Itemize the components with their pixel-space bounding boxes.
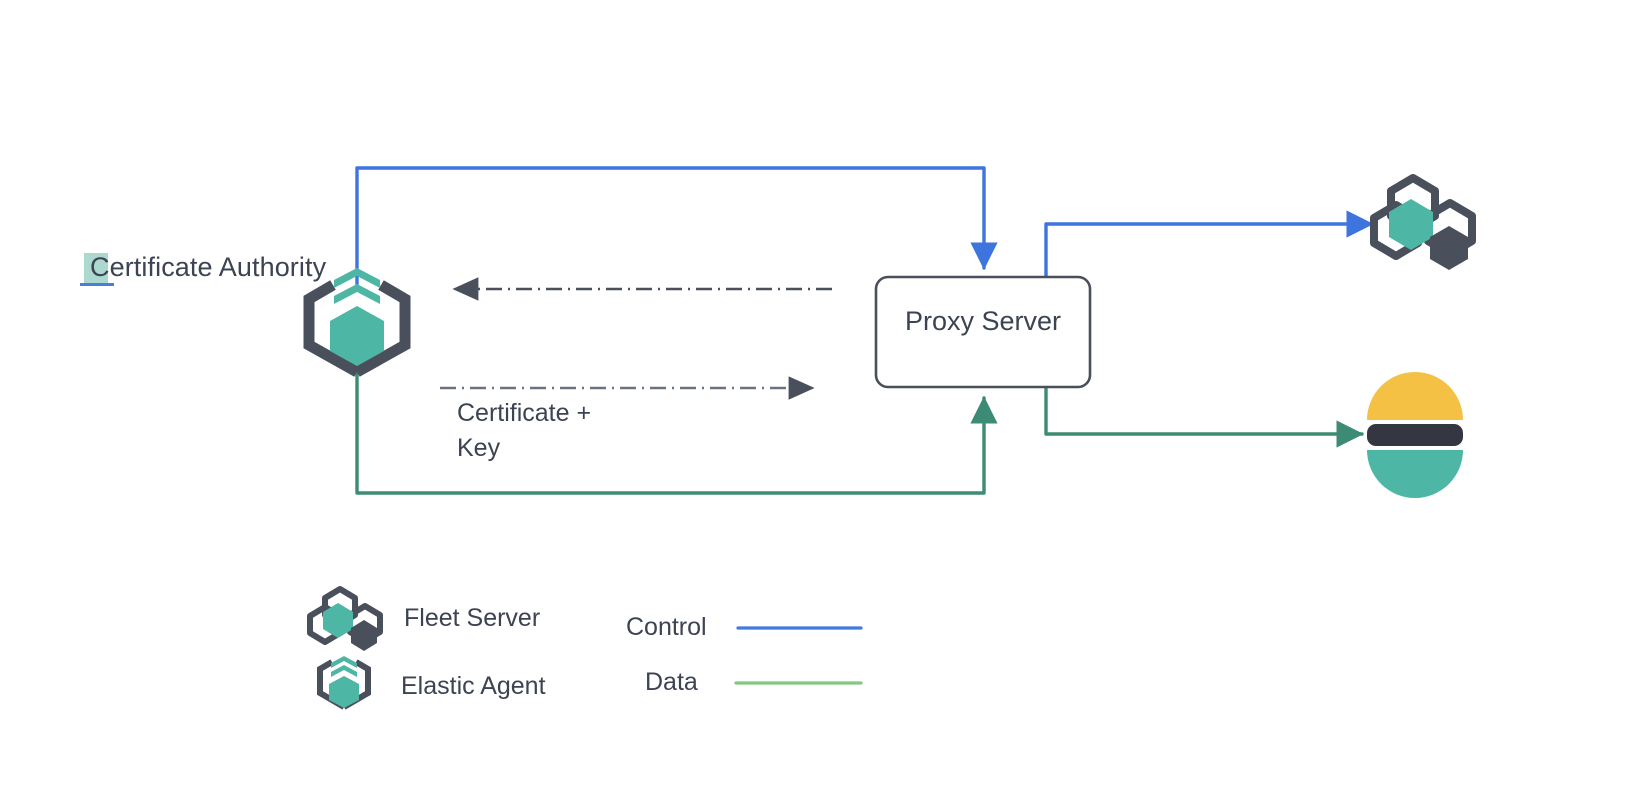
data-path-agent-to-proxy bbox=[355, 370, 998, 495]
control-path-agent-to-proxy bbox=[355, 166, 998, 292]
elastic-agent-icon bbox=[303, 268, 411, 377]
proxy-server-label: Proxy Server bbox=[904, 306, 1062, 336]
certificate-key-edge-label: Certificate + Key bbox=[457, 399, 592, 462]
legend-item-control-label: Control bbox=[626, 613, 707, 641]
legend-elastic-agent-icon bbox=[317, 656, 371, 710]
certificate-authority-underline bbox=[80, 283, 114, 286]
fleet-server-icon bbox=[1370, 174, 1476, 270]
control-path-proxy-to-fleet bbox=[1044, 210, 1374, 280]
certificate-authority-highlight bbox=[84, 253, 108, 283]
data-path-proxy-to-elasticsearch bbox=[1044, 386, 1364, 448]
proxy-server-box[interactable] bbox=[874, 275, 1092, 389]
legend-item-fleet-server-label: Fleet Server bbox=[404, 604, 541, 632]
legend-item-elastic-agent-label: Elastic Agent bbox=[401, 672, 546, 700]
legend-fleet-server-icon bbox=[307, 586, 383, 651]
certificate-authority-label: Certificate Authority bbox=[90, 252, 327, 282]
legend-item-data-label: Data bbox=[645, 668, 698, 696]
elasticsearch-icon bbox=[1367, 372, 1463, 498]
